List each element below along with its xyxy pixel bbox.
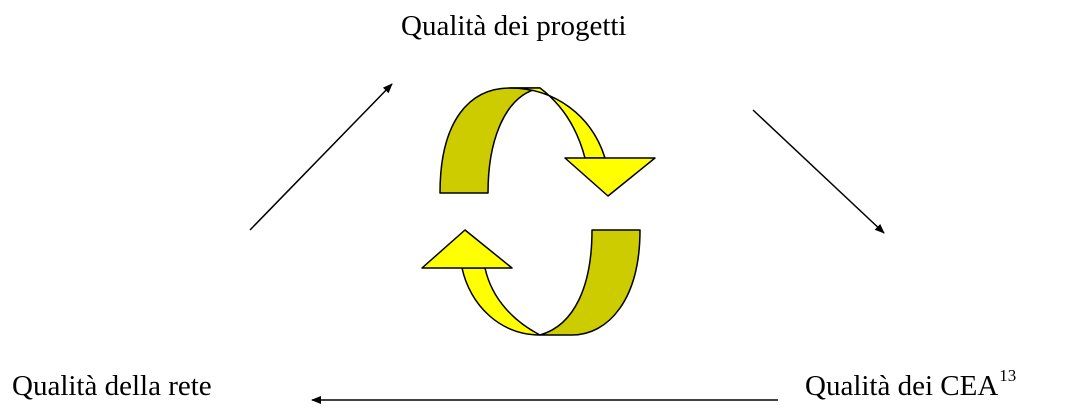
- footnote-reference: 13: [999, 366, 1017, 385]
- node-qualita-progetti-text: Qualità dei progetti: [401, 10, 627, 42]
- cycle-lower-arrowhead: [421, 229, 513, 269]
- arrow-rete-to-progetti: [249, 83, 393, 231]
- node-qualita-rete: Qualità della rete: [12, 372, 212, 401]
- cycle-lower-light: [461, 267, 541, 336]
- node-qualita-rete-text: Qualità della rete: [12, 370, 212, 402]
- cycle-upper-arrowhead: [564, 157, 656, 197]
- cycle-upper-light: [509, 87, 606, 159]
- node-qualita-cea: Qualità dei CEA13: [805, 367, 1016, 402]
- arrow-progetti-to-cea: [752, 109, 885, 234]
- node-qualita-progetti: Qualità dei progetti: [401, 12, 627, 41]
- cycle-lower-dark: [539, 229, 641, 336]
- cycle-upper-dark: [439, 87, 541, 194]
- node-qualita-cea-text: Qualità dei CEA: [805, 370, 999, 402]
- cycle-arrows-icon: [421, 87, 656, 336]
